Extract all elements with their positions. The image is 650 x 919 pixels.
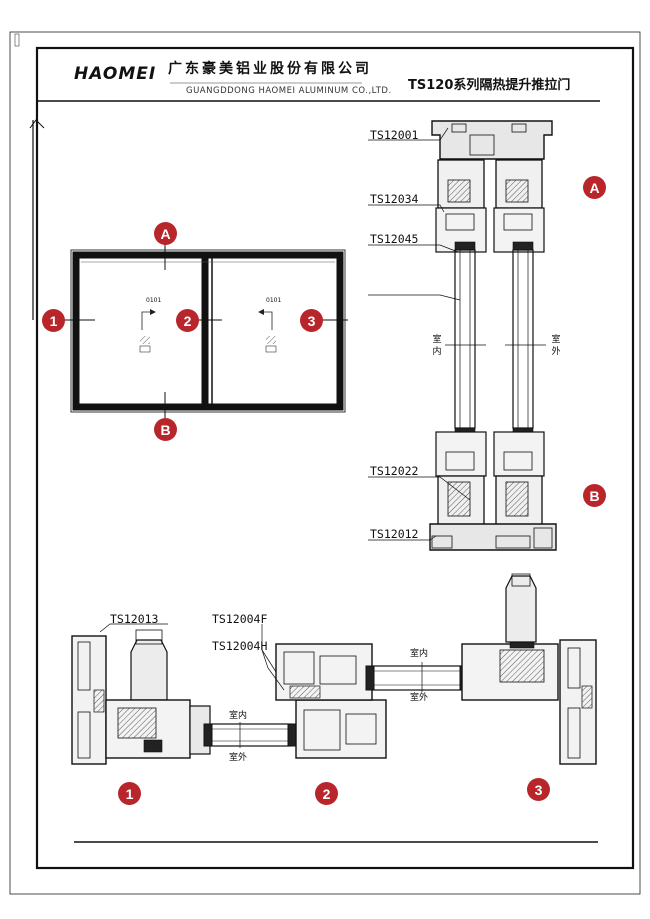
indoor-label-horizontal-right: 室内: [410, 649, 429, 659]
door-elevation: [58, 244, 348, 418]
sheet-border: [9, 31, 641, 895]
profile-label-interlock-f: TS12004F: [212, 612, 268, 626]
company-logo: HAOMEI: [74, 64, 157, 84]
drawing-title: TS120系列隔热提升推拉门: [408, 78, 571, 93]
profile-label-sash-bottom: TS12022: [370, 464, 419, 478]
horizontal-section-leaders: [99, 623, 423, 748]
vertical-section-leaders: [368, 127, 471, 541]
vertical-section: [429, 120, 557, 551]
profile-label-sill: TS12012: [370, 527, 419, 541]
outdoor-label-vertical: 室外: [551, 335, 561, 357]
profile-label-head: TS12001: [370, 128, 419, 142]
marker-3-section: 3: [527, 778, 550, 801]
marker-1-section: 1: [118, 782, 141, 805]
profile-label-sash-top: TS12034: [370, 192, 419, 206]
indoor-label-vertical: 室内: [432, 335, 442, 357]
indoor-label-horizontal-left: 室内: [229, 711, 248, 721]
outdoor-label-horizontal-left: 室外: [229, 753, 248, 763]
horizontal-section: [71, 573, 597, 765]
outdoor-label-horizontal-right: 室外: [410, 693, 429, 703]
marker-B-section: B: [583, 484, 606, 507]
marker-2-elevation: 2: [176, 309, 199, 332]
elevation-tag-left: 0101: [146, 297, 162, 304]
profile-label-jamb: TS12013: [110, 612, 159, 626]
marker-3-elevation: 3: [300, 309, 323, 332]
marker-2-section: 2: [315, 782, 338, 805]
marker-B-elevation: B: [154, 418, 177, 441]
marker-A-elevation: A: [154, 222, 177, 245]
company-name-en: GUANGDDONG HAOMEI ALUMINUM CO.,LTD.: [186, 86, 392, 96]
company-name-cn: 广东豪美铝业股份有限公司: [168, 61, 372, 77]
marker-A-section: A: [583, 176, 606, 199]
profile-label-interlock-h: TS12004H: [212, 639, 268, 653]
marker-1-elevation: 1: [42, 309, 65, 332]
profile-label-bead: TS12045: [370, 232, 419, 246]
elevation-tag-right: 0101: [266, 297, 282, 304]
